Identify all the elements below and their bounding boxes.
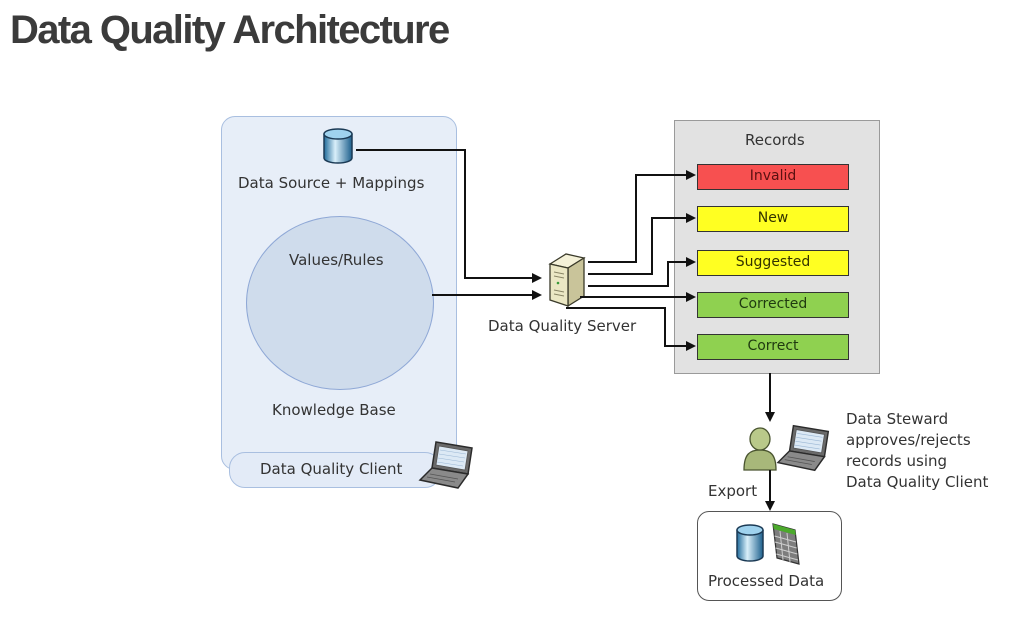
laptop-icon xyxy=(418,438,482,496)
spreadsheet-icon xyxy=(771,522,801,570)
export-label: Export xyxy=(708,482,758,500)
values-rules-circle xyxy=(246,216,434,390)
records-panel xyxy=(674,120,880,374)
record-label: New xyxy=(757,210,789,226)
data-source-label: Data Source + Mappings xyxy=(238,174,425,192)
arrow-server-to-new xyxy=(588,213,696,275)
record-label: Suggested xyxy=(735,254,811,270)
user-icon xyxy=(740,424,780,476)
record-invalid: Invalid xyxy=(697,164,849,190)
laptop-icon xyxy=(776,420,838,480)
record-corrected: Corrected xyxy=(697,292,849,318)
record-label: Correct xyxy=(747,338,799,354)
arrow-source-to-server xyxy=(356,149,542,283)
record-new: New xyxy=(697,206,849,232)
records-title: Records xyxy=(745,131,805,149)
page-title: Data Quality Architecture xyxy=(10,8,450,52)
record-label: Corrected xyxy=(738,296,808,312)
data-quality-client-label: Data Quality Client xyxy=(260,460,403,478)
record-label: Invalid xyxy=(749,168,797,184)
data-quality-client-pill[interactable] xyxy=(229,452,441,488)
arrow-server-to-invalid xyxy=(588,170,696,263)
record-correct: Correct xyxy=(697,334,849,360)
database-icon xyxy=(735,523,765,567)
arrow-server-to-suggested xyxy=(588,257,696,287)
processed-data-box xyxy=(697,511,842,601)
arrow-server-to-correct xyxy=(566,307,696,351)
steward-description: Data Steward approves/rejects records us… xyxy=(846,410,989,491)
database-icon xyxy=(322,127,354,169)
values-rules-label: Values/Rules xyxy=(289,251,384,269)
record-suggested: Suggested xyxy=(697,250,849,276)
server-icon xyxy=(546,250,588,314)
server-label: Data Quality Server xyxy=(488,317,637,335)
processed-data-label: Processed Data xyxy=(708,572,825,590)
knowledge-base-label: Knowledge Base xyxy=(272,401,396,419)
